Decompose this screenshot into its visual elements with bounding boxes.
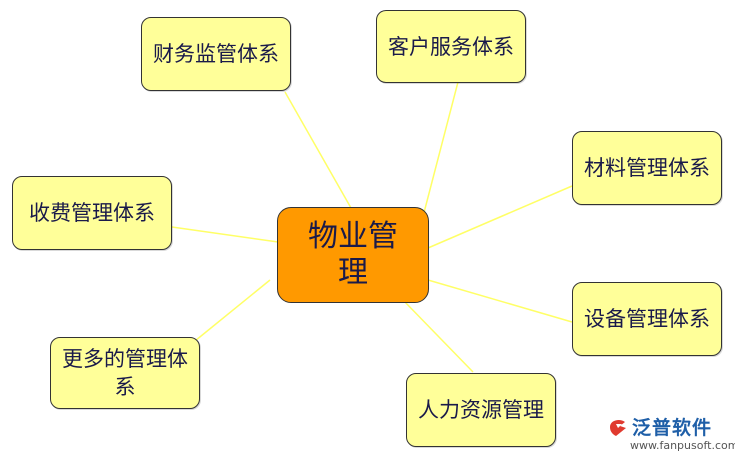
node-equipment-management: 设备管理体系 [572,282,722,356]
central-node: 物业管理 [277,207,429,303]
node-label: 材料管理体系 [584,156,710,180]
fanpusoft-logo: 泛普软件 www.fanpusoft.com [606,413,735,455]
connector-line [427,279,573,323]
node-label: 人力资源管理 [418,398,544,422]
node-finance-supervision: 财务监管体系 [141,17,291,91]
node-label: 收费管理体系 [29,201,155,225]
node-label: 设备管理体系 [584,307,710,331]
connector-line [402,299,474,373]
node-more-management: 更多的管理体系 [50,337,200,409]
connector-line [189,279,271,346]
node-customer-service: 客户服务体系 [376,10,526,83]
node-materials-management: 材料管理体系 [572,131,722,205]
node-human-resources: 人力资源管理 [406,373,556,447]
node-label: 更多的管理体系 [62,347,188,399]
connector-line [419,81,459,229]
node-label: 客户服务体系 [388,34,514,59]
node-label: 财务监管体系 [153,42,279,66]
connector-line [427,185,573,249]
node-fee-management: 收费管理体系 [12,176,172,250]
central-node-label: 物业管理 [308,219,398,290]
logo-name: 泛普软件 [632,417,713,439]
fanpu-logo-icon [610,419,626,436]
logo-url: www.fanpusoft.com [630,439,735,452]
connector-line [284,91,356,216]
connector-line [171,226,279,243]
